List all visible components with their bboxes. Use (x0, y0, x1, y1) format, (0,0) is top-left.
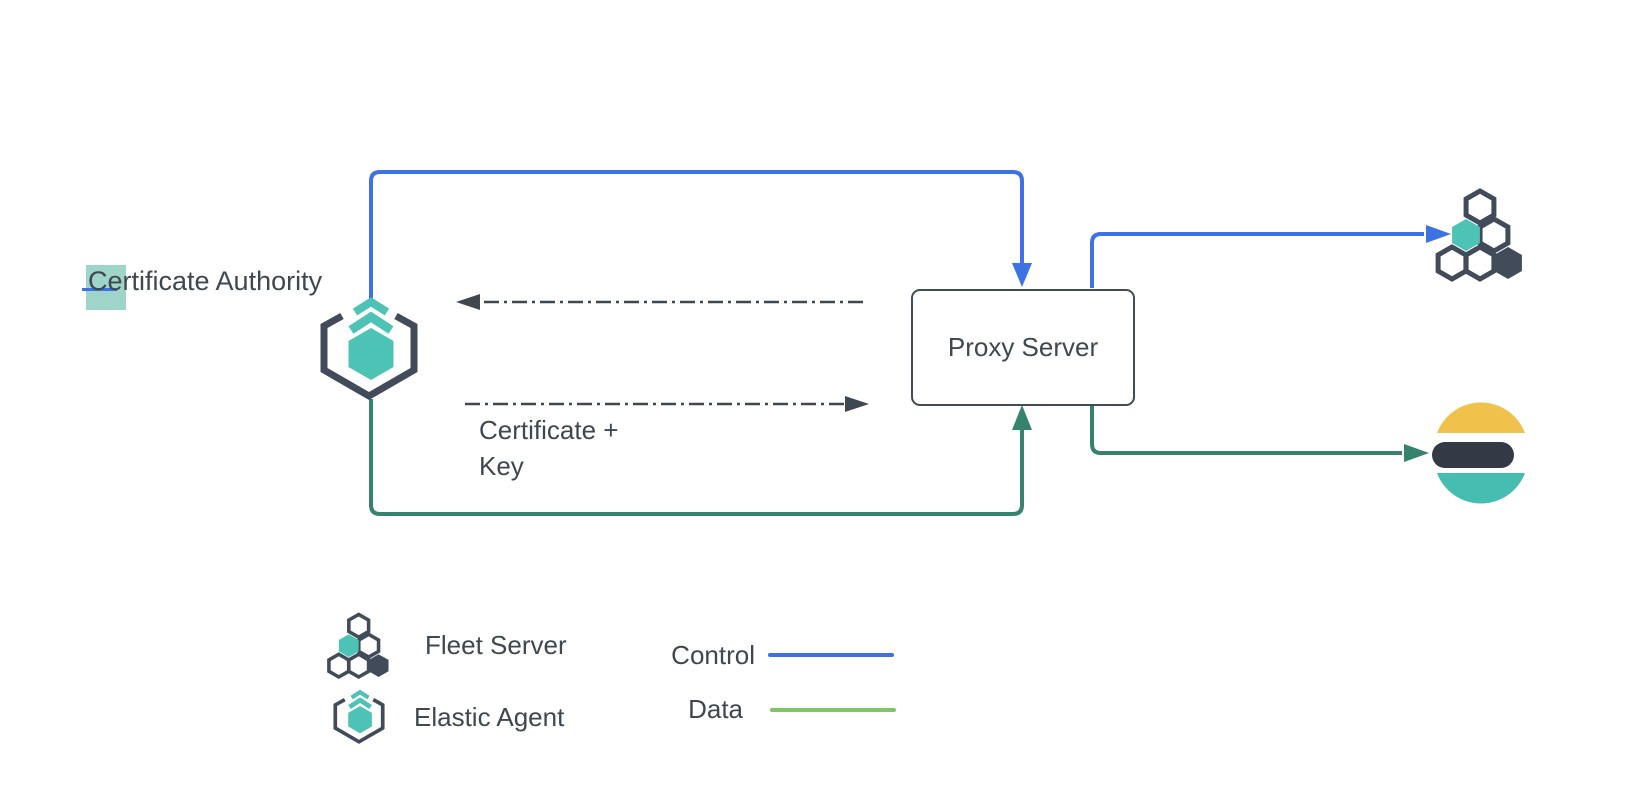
arrowhead-right-to-proxy (845, 396, 869, 412)
text-cursor-highlight (86, 265, 126, 310)
text-cursor-underline (82, 288, 117, 291)
certificate-key-label[interactable]: Certificate + Key (479, 415, 619, 481)
arrowhead-down-into-proxy (1012, 263, 1032, 287)
legend-control-label[interactable]: Control (671, 640, 755, 670)
legend-data-label[interactable]: Data (688, 694, 743, 724)
edge-certificate-exchange-right[interactable] (465, 396, 869, 412)
elasticsearch-icon[interactable] (1430, 400, 1527, 505)
proxy-server-label: Proxy Server (947, 332, 1099, 362)
edge-control-proxy-to-fleet[interactable] (1090, 225, 1451, 288)
fleet-server-icon[interactable] (1434, 185, 1524, 283)
edge-data-proxy-to-elasticsearch[interactable] (1090, 404, 1429, 462)
proxy-server-node[interactable]: Proxy Server (911, 289, 1135, 406)
certificate-authority-label[interactable]: Certificate Authority (88, 266, 323, 296)
edge-data-agent-to-proxy[interactable] (369, 399, 1032, 516)
legend-fleet-server-label[interactable]: Fleet Server (425, 630, 567, 660)
legend-data-line (770, 708, 896, 712)
edge-certificate-exchange-left[interactable] (456, 294, 863, 310)
arrowhead-left-to-agent (456, 294, 480, 310)
arrowhead-right-into-fleet (1426, 225, 1451, 243)
edge-control-agent-to-proxy[interactable] (369, 170, 1032, 301)
arrowhead-right-into-elasticsearch (1404, 444, 1429, 462)
elastic-agent-icon[interactable] (314, 292, 424, 404)
legend-fleet-server-icon[interactable] (326, 610, 390, 680)
arrowhead-up-into-proxy (1012, 405, 1032, 430)
legend-elastic-agent-icon[interactable] (330, 687, 388, 746)
legend-control-line (768, 653, 894, 657)
legend-elastic-agent-label[interactable]: Elastic Agent (414, 702, 565, 732)
